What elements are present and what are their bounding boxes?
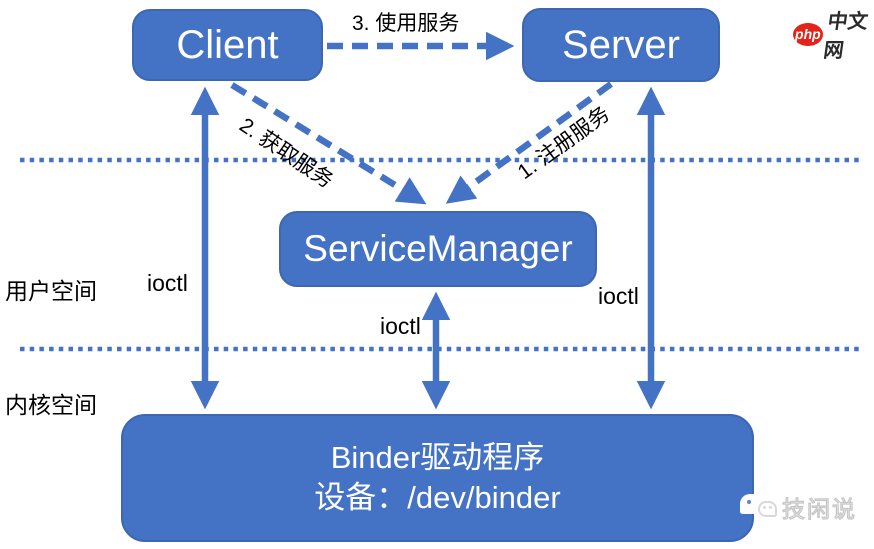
service-manager-node: ServiceManager — [279, 211, 597, 287]
server-node: Server — [522, 8, 720, 82]
php-logo-badge: php — [793, 22, 823, 46]
use-service-label: 3. 使用服务 — [352, 12, 460, 35]
php-chinese-site-logo: php 中文网 — [793, 5, 874, 63]
ioctl-label-server: ioctl — [598, 283, 639, 309]
binder-driver-device-path: 设备：/dev/binder — [314, 480, 561, 515]
chat-bubble-small — [758, 501, 777, 517]
binder-driver-node: Binder驱动程序 设备：/dev/binder — [121, 414, 754, 542]
client-node-label: Client — [176, 22, 279, 67]
ioctl-label-client: ioctl — [147, 270, 188, 296]
arrow-register-service — [445, 81, 613, 204]
client-node: Client — [132, 9, 323, 81]
ioctl-label-service-manager: ioctl — [380, 313, 421, 339]
chat-bubble-small-eye-right — [769, 506, 772, 509]
binder-driver-title: Binder驱动程序 — [330, 440, 545, 475]
service-manager-node-label: ServiceManager — [303, 228, 573, 269]
server-node-label: Server — [562, 22, 680, 67]
watermark: 技闲说 — [738, 490, 857, 524]
arrow-get-service — [230, 82, 427, 205]
watermark-text: 技闲说 — [781, 495, 857, 522]
chat-bubble-small-eye-left — [763, 506, 766, 509]
wechat-bubbles-icon — [738, 490, 778, 524]
user-space-label: 用户空间 — [5, 278, 97, 304]
kernel-space-label: 内核空间 — [5, 392, 97, 418]
chat-bubble-large-eye — [747, 500, 751, 504]
php-logo-text: 中文网 — [821, 11, 869, 62]
